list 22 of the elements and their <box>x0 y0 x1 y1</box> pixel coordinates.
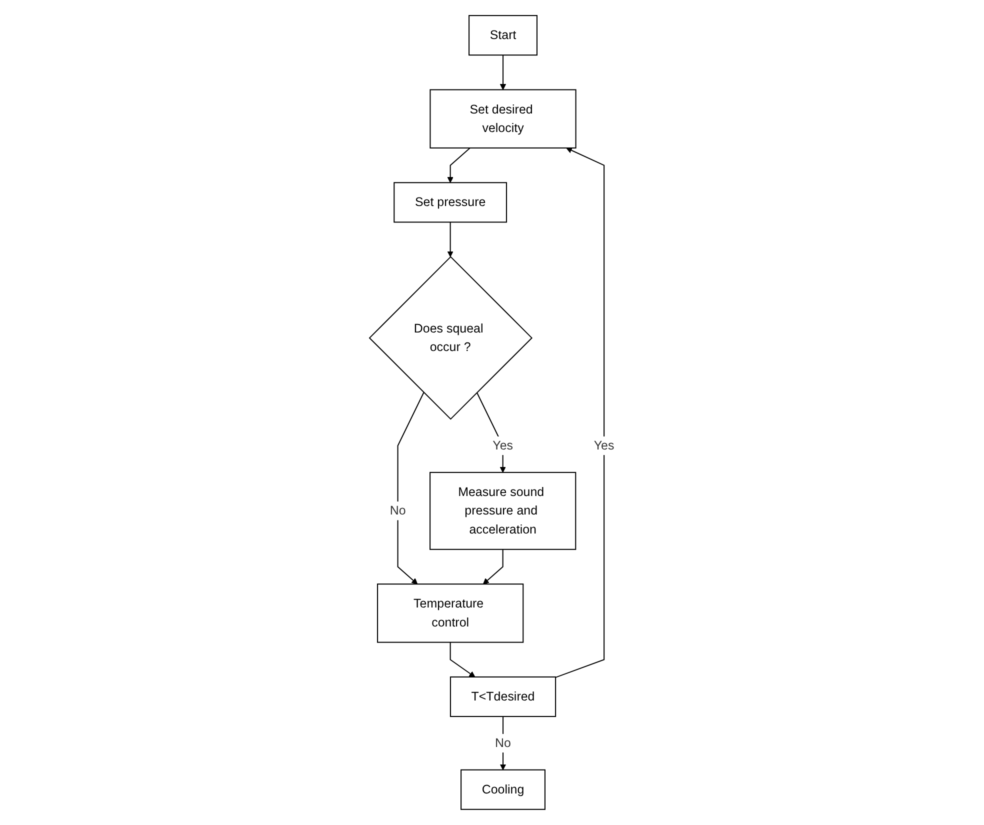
node-box <box>450 676 556 718</box>
arrow <box>447 148 470 183</box>
node-diamond <box>368 256 533 420</box>
arrow <box>500 716 506 770</box>
arrow <box>450 642 476 678</box>
arrow <box>500 55 506 90</box>
arrow <box>447 222 454 258</box>
node-box <box>430 89 576 149</box>
arrow <box>555 148 605 678</box>
arrow <box>397 392 424 584</box>
edge-label: No <box>495 736 512 750</box>
node-box <box>394 182 508 223</box>
arrow <box>483 549 504 584</box>
node-box <box>430 472 576 550</box>
edge-label: Yes <box>594 438 614 452</box>
flowchart: Start Set desired velocity Set pressure Does squeal occur ? Yes Yes No Measure sound pressure and acceleration Temperature control T<Tdesired No Cooling <box>364 10 620 815</box>
node-box <box>468 15 538 56</box>
arrow <box>476 392 506 473</box>
node-box <box>377 584 524 643</box>
edge-label: No <box>390 504 406 518</box>
edge-label: Yes <box>492 438 514 452</box>
node-box <box>460 769 546 810</box>
